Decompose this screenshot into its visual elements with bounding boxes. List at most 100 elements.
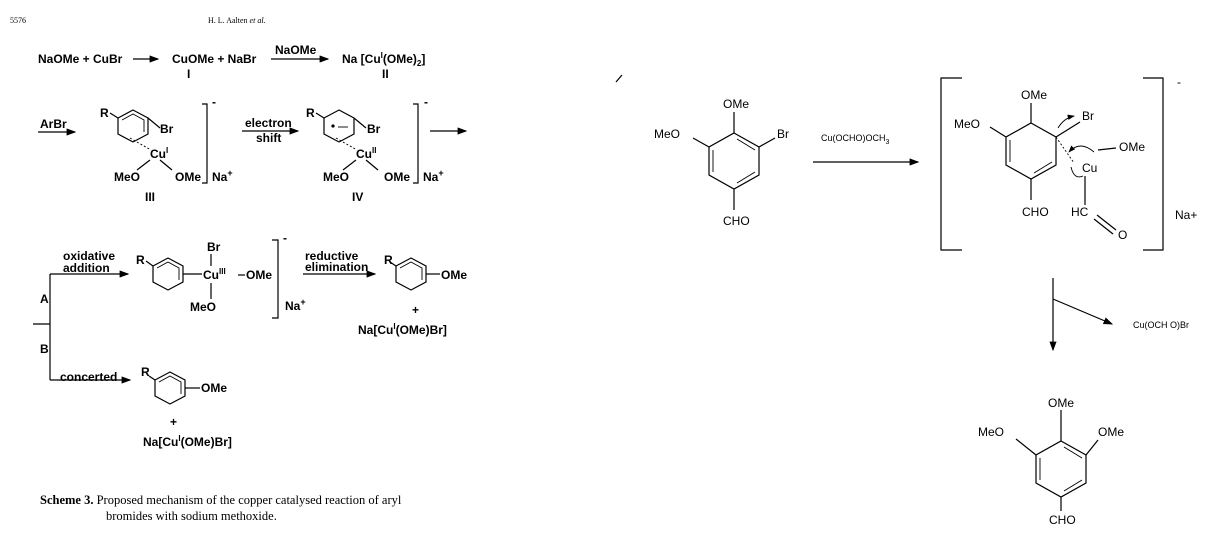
curved-arrow-br (1057, 114, 1075, 129)
salt-b: Na[CuI(OMe)Br] (143, 434, 232, 449)
shift-label-2: shift (256, 131, 281, 145)
br-label: Br (207, 240, 221, 254)
charge-label: - (1177, 75, 1181, 89)
cho-label: CHO (1022, 205, 1049, 219)
svg-text:-: - (283, 231, 287, 245)
complex-III: R Br CuI MeO OMe - Na+ III (100, 95, 233, 204)
bracket-III (202, 103, 208, 184)
na-label: Na+ (212, 168, 233, 184)
counter-ion-label: Na+ (1175, 208, 1197, 222)
caption-line-2: bromides with sodium methoxide. (106, 509, 277, 523)
ome-right-label: OMe (1098, 425, 1124, 439)
authors: H. L. Aalten et al. (208, 16, 266, 25)
reductive-label: reductive (305, 249, 359, 263)
br-label: Br (160, 122, 174, 136)
meo-label: MeO (323, 170, 349, 184)
curved-arrow-ome (1068, 145, 1095, 153)
row2-reagent-arbr: ArBr (40, 117, 67, 131)
product-molecule: OMe MeO OMe CHO (978, 396, 1124, 527)
scheme-row-1: NaOMe + CuBr CuOMe + NaBr I NaOMe Na [Cu… (38, 43, 425, 81)
row1-product-2: Na [CuI(OMe)2] (342, 51, 425, 68)
ring (152, 257, 184, 291)
svg-text:-: - (212, 95, 216, 109)
na-label: Na+ (285, 297, 306, 313)
cu-label: CuII (356, 146, 376, 161)
r-label: R (384, 253, 393, 267)
ring (154, 371, 186, 405)
r-label: R (136, 253, 145, 267)
ring (323, 109, 355, 143)
row1-reagent: NaOMe (275, 43, 317, 57)
ring (1035, 440, 1087, 498)
ome-label: OMe (246, 268, 272, 282)
bracket (272, 239, 279, 319)
curved-arrow-cu (1070, 166, 1084, 178)
ring (117, 109, 149, 143)
concerted-label: concerted (60, 370, 117, 384)
reagent-label: Cu(OCHO)OCH3 (821, 133, 890, 146)
reactant-molecule: OMe MeO Br CHO (654, 97, 789, 228)
path-A: A oxidative addition R Br CuIII OMe MeO … (33, 231, 467, 380)
cu-III-complex: R Br CuIII OMe MeO - Na+ (136, 231, 306, 319)
row1-product-1: CuOMe + NaBr (172, 52, 257, 66)
page-number: 5576 (10, 16, 26, 25)
elimination-label: elimination (305, 260, 368, 274)
complex-IV: R Br CuII MeO OMe - Na+ IV (306, 95, 444, 204)
meo-label: MeO (654, 127, 680, 141)
anisole-product-b: R OMe (141, 365, 227, 405)
label-IV: IV (352, 190, 363, 204)
cu-label: CuI (150, 146, 168, 161)
ome-top-label: OMe (1021, 88, 1047, 102)
meo-label: MeO (190, 300, 216, 314)
na-label: Na+ (423, 168, 444, 184)
oxidative-label: oxidative (63, 249, 115, 263)
scheme-caption: Scheme 3. Proposed mechanism of the copp… (40, 493, 402, 523)
intermediate-complex: - OMe MeO Br OMe Cu CHO HC O Na+ (940, 75, 1197, 251)
bracket-IV (413, 103, 419, 184)
br-label: Br (777, 127, 789, 141)
byproduct-label: Cu(OCH O)Br (1133, 320, 1189, 330)
ome-label: OMe (201, 381, 227, 395)
ring (1005, 122, 1057, 180)
byproduct-arrow (1052, 298, 1114, 325)
svg-text:+: + (170, 415, 177, 429)
ome-label: OMe (175, 170, 201, 184)
path-b-label: B (40, 342, 49, 356)
radical-dot (331, 124, 335, 128)
ome-label: OMe (723, 97, 749, 111)
cho-label: CHO (723, 214, 750, 228)
label-I: I (187, 67, 190, 81)
label-III: III (145, 190, 155, 204)
anisole-product-a: R OMe (384, 253, 467, 291)
salt-a: Na[CuI(OMe)Br] (358, 322, 447, 337)
svg-text:+: + (412, 303, 419, 317)
ome-top-label: OMe (1048, 396, 1074, 410)
cu-label: Cu (1082, 161, 1097, 175)
meo-label: MeO (954, 117, 980, 131)
left-bracket (940, 77, 962, 251)
cu-label: CuIII (203, 267, 226, 282)
addition-label: addition (63, 261, 110, 275)
stray-mark (615, 74, 623, 83)
hc-label: HC (1071, 205, 1089, 219)
cho-label: CHO (1049, 513, 1076, 527)
ome-label: OMe (384, 170, 410, 184)
meo-label: MeO (114, 170, 140, 184)
caption-line-1: Scheme 3. Proposed mechanism of the copp… (40, 493, 402, 507)
ring (395, 257, 427, 291)
r-label: R (100, 106, 109, 120)
path-a-label: A (40, 292, 49, 306)
ome-cu-label: OMe (1119, 140, 1145, 154)
shift-label-1: electron (245, 116, 292, 130)
right-bracket (1143, 77, 1164, 251)
o-label: O (1118, 228, 1127, 242)
br-label: Br (367, 122, 381, 136)
meo-label: MeO (978, 425, 1004, 439)
path-B: B concerted R OMe + Na[CuI(OMe)Br] (40, 342, 232, 449)
label-II: II (382, 67, 389, 81)
page-header: 5576 H. L. Aalten et al. (10, 16, 266, 25)
ome-label: OMe (441, 268, 467, 282)
br-label: Br (1082, 109, 1094, 123)
r-label: R (306, 106, 315, 120)
r-label: R (141, 365, 150, 379)
